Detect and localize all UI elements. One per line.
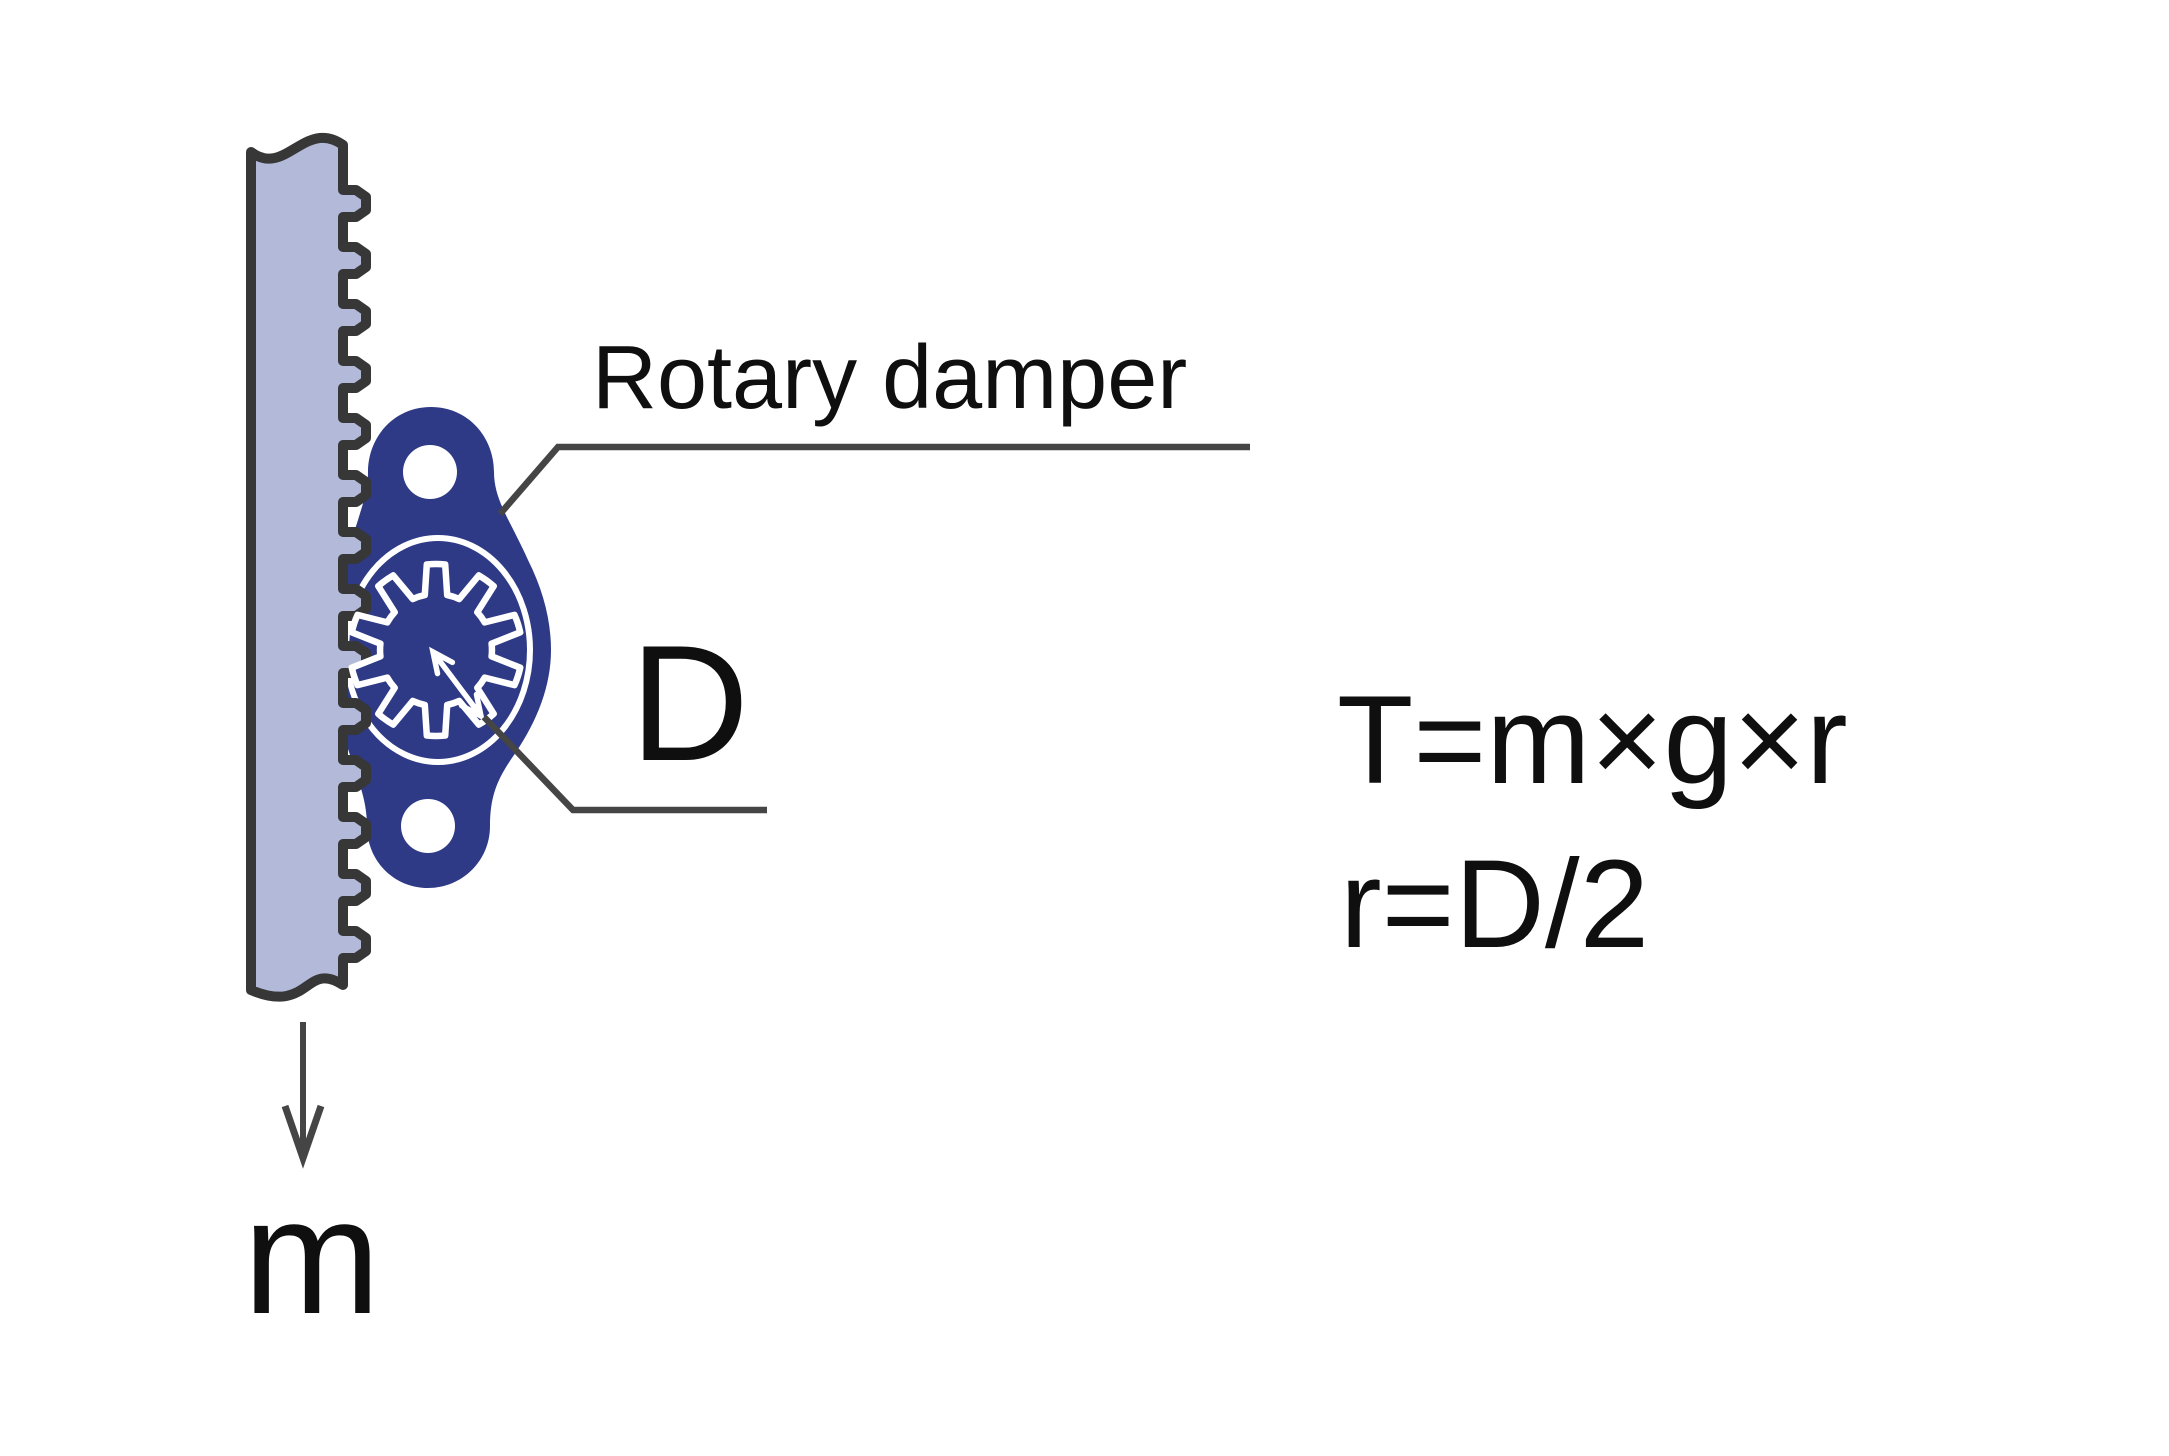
mounting-hole-top xyxy=(403,445,457,499)
formula-torque: T=m×g×r xyxy=(1337,671,1848,810)
mounting-hole-bottom xyxy=(401,799,455,853)
leader-lines xyxy=(481,443,1250,814)
rack xyxy=(246,133,371,1002)
rack-bar xyxy=(246,133,371,1002)
label-rotary-damper: Rotary damper xyxy=(592,328,1187,428)
label-diameter: D xyxy=(630,611,749,795)
gear xyxy=(348,560,524,740)
diameter-arrow-line xyxy=(429,646,485,722)
gravity-arrow xyxy=(281,1022,325,1169)
leader-rotary-damper xyxy=(497,443,1250,517)
leader-diameter xyxy=(481,714,767,814)
gravity-arrowhead xyxy=(281,1104,325,1169)
diameter-arrow xyxy=(429,646,485,722)
formula-radius: r=D/2 xyxy=(1340,835,1649,974)
label-mass: m xyxy=(243,1164,380,1348)
